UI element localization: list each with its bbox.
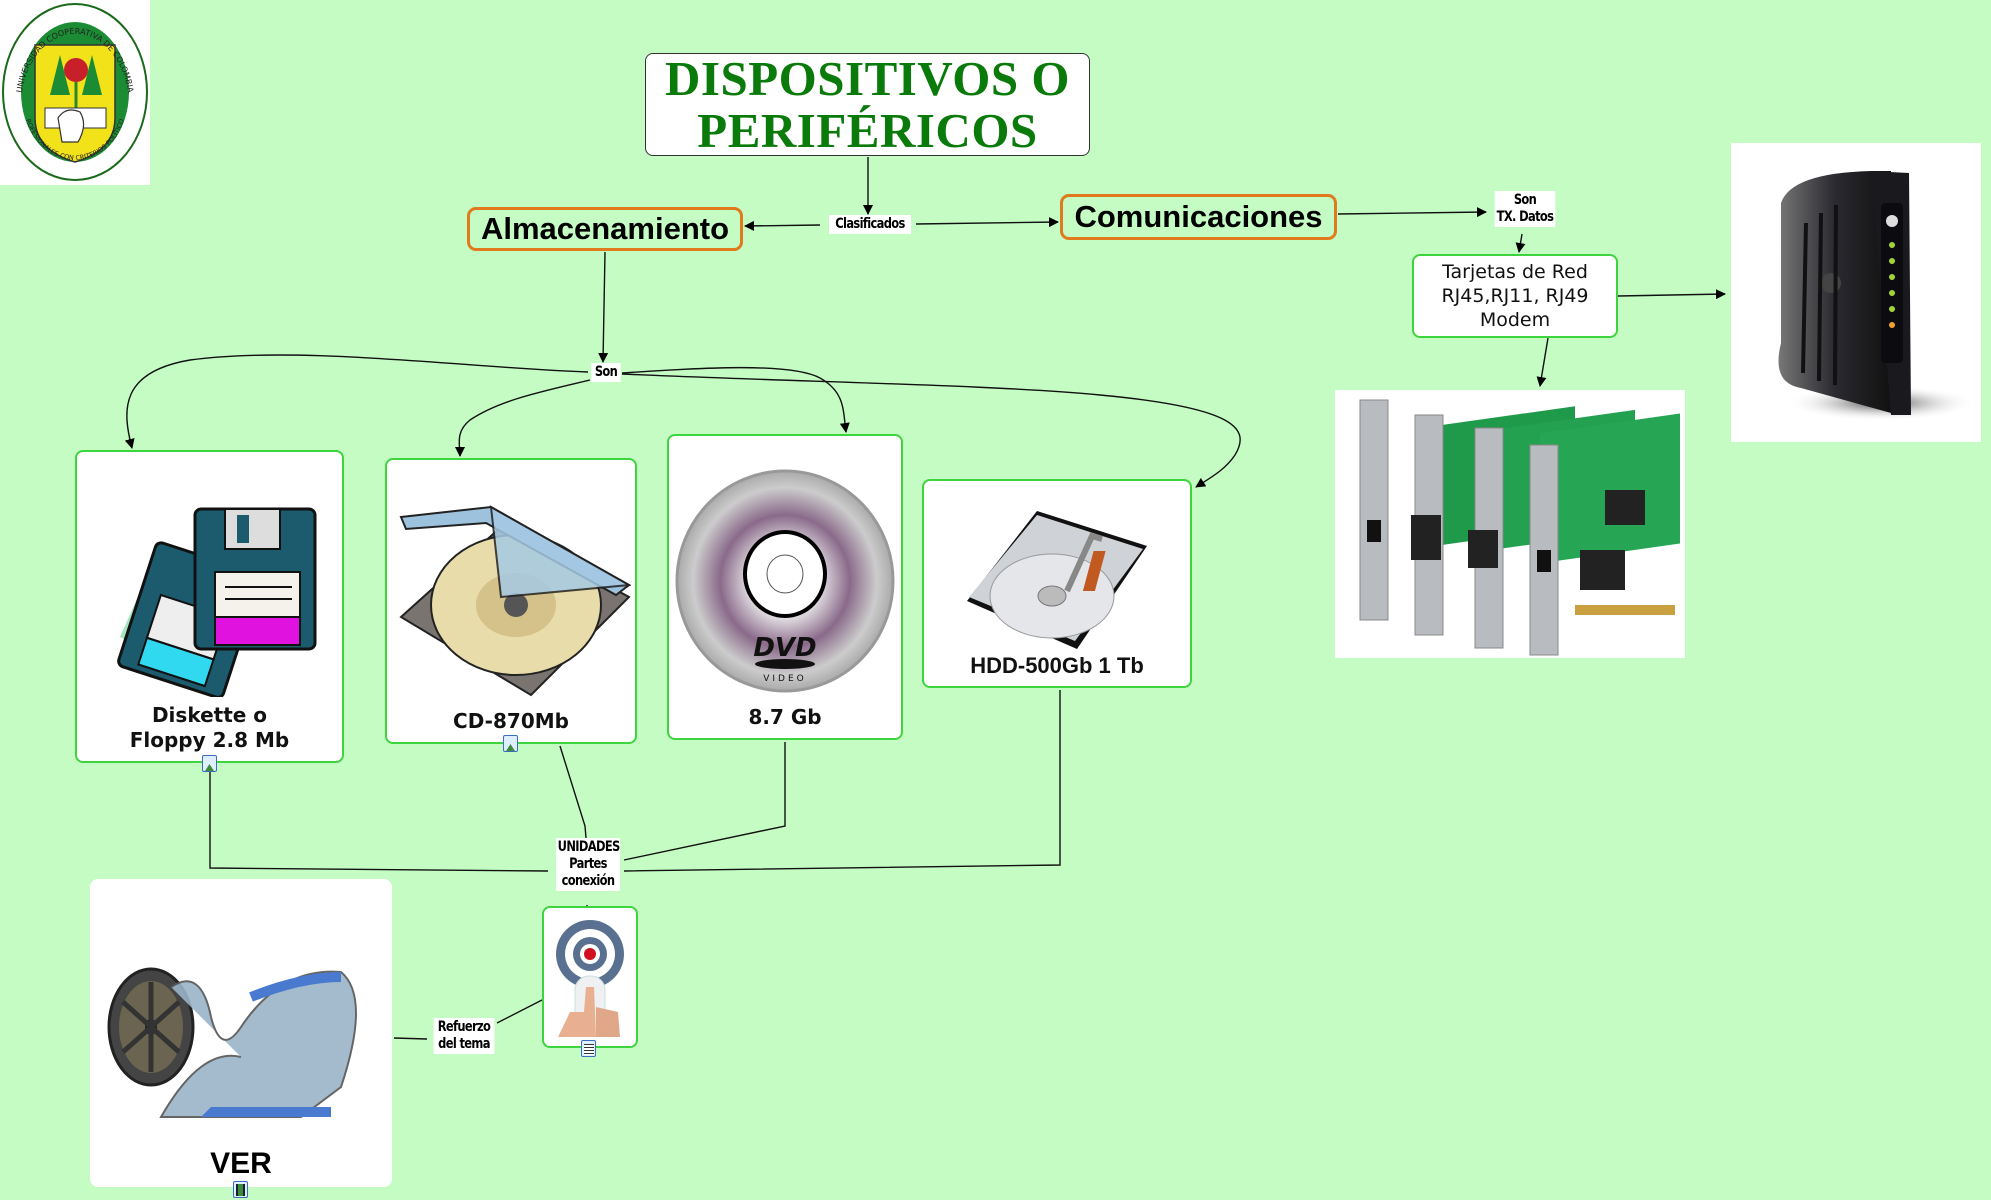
cd-case-icon — [399, 505, 631, 697]
link-target-to-reinforce — [496, 999, 543, 1024]
network-line-3: Modem — [1479, 309, 1551, 331]
concept-network-cards[interactable]: Tarjetas de Red RJ45,RJ11, RJ49 Modem — [1412, 254, 1618, 338]
document-attachment-icon[interactable] — [581, 1040, 596, 1057]
dvd-caption: 8.7 Gb — [748, 705, 822, 729]
units-text-2: Partes — [569, 856, 607, 872]
target-click-icon — [556, 920, 624, 1037]
link-dvd-to-units — [623, 742, 786, 861]
units-text-3: conexión — [561, 873, 615, 889]
link-son-to-dvd — [621, 366, 850, 433]
concept-dvd[interactable]: DVD VIDEO 8.7 Gb — [667, 434, 903, 740]
linking-phrase-classified[interactable]: Clasificados — [829, 215, 911, 234]
linking-phrase-storage-are[interactable]: Son — [591, 363, 621, 382]
cd-caption: CD-870Mb — [453, 709, 569, 733]
floppy-caption-2: Floppy 2.8 Mb — [129, 728, 290, 752]
hard-drive-icon — [967, 511, 1147, 649]
link-comm-to-son — [1337, 207, 1487, 218]
svg-text:VIDEO: VIDEO — [763, 674, 807, 684]
linking-phrase-reinforce[interactable]: Refuerzo del tema — [433, 1018, 495, 1054]
floppy-disks-icon — [116, 507, 316, 697]
concept-floppy-disk[interactable]: Diskette o Floppy 2.8 Mb — [75, 450, 344, 763]
son-text: Son — [1513, 192, 1537, 208]
concept-hard-drive[interactable]: HDD-500Gb 1 Tb — [922, 479, 1192, 688]
concept-storage[interactable]: Almacenamiento — [467, 207, 743, 251]
link-son-to-cd — [454, 379, 591, 457]
title-line-1: DISPOSITIVOS O — [665, 50, 1070, 106]
linking-phrase-units[interactable]: UNIDADES Partes conexión — [556, 838, 620, 891]
link-cd-to-units — [559, 745, 587, 839]
link-floppy-to-units — [209, 770, 549, 872]
floppy-caption-1: Diskette o — [151, 703, 268, 727]
units-text-1: UNIDADES — [557, 839, 621, 855]
hdd-caption: HDD-500Gb 1 Tb — [970, 653, 1144, 678]
concept-communications[interactable]: Comunicaciones — [1060, 194, 1337, 240]
link-classified-to-storage — [744, 220, 821, 231]
linking-phrase-data-transmission[interactable]: Son TX. Datos — [1494, 191, 1556, 227]
university-shield-icon: UNIVERSIDAD COOPERATIVA DE COLOMBIA PROF… — [0, 0, 148, 181]
link-network-to-nic — [1536, 337, 1549, 387]
concept-cd[interactable]: CD-870Mb — [385, 458, 637, 744]
image-attachment-icon[interactable] — [202, 755, 217, 772]
dvd-disc-icon: DVD VIDEO — [675, 469, 895, 693]
network-line-2: RJ45,RJ11, RJ49 — [1441, 285, 1589, 307]
resource-video[interactable]: VER — [90, 879, 392, 1187]
cable-modem-photo-icon — [1778, 171, 1976, 421]
map-title[interactable]: DISPOSITIVOS O PERIFÉRICOS — [645, 50, 1090, 158]
svg-text:DVD: DVD — [753, 633, 816, 663]
video-attachment-icon[interactable] — [233, 1181, 248, 1198]
network-cards-image[interactable] — [1335, 390, 1685, 658]
link-son-to-network — [1515, 233, 1526, 253]
university-logo: UNIVERSIDAD COOPERATIVA DE COLOMBIA PROF… — [0, 0, 150, 185]
tx-datos-text: TX. Datos — [1496, 209, 1554, 225]
image-attachment-icon[interactable] — [503, 735, 518, 752]
cable-modem-image[interactable] — [1731, 143, 1981, 442]
link-son-to-floppy — [124, 354, 589, 449]
link-reinforce-to-video — [393, 1037, 428, 1040]
network-line-1: Tarjetas de Red — [1442, 261, 1588, 283]
link-storage-to-son — [598, 251, 609, 363]
network-cards-photo-icon — [1359, 399, 1680, 656]
link-classified-to-comm — [915, 217, 1059, 228]
resource-target-click[interactable] — [542, 906, 638, 1048]
reinforce-text-2: del tema — [438, 1036, 490, 1052]
link-network-to-modem — [1617, 289, 1726, 300]
film-reel-icon — [107, 967, 357, 1118]
title-line-2: PERIFÉRICOS — [697, 102, 1038, 158]
reinforce-text-1: Refuerzo — [437, 1019, 491, 1035]
video-label: VER — [210, 1147, 272, 1180]
